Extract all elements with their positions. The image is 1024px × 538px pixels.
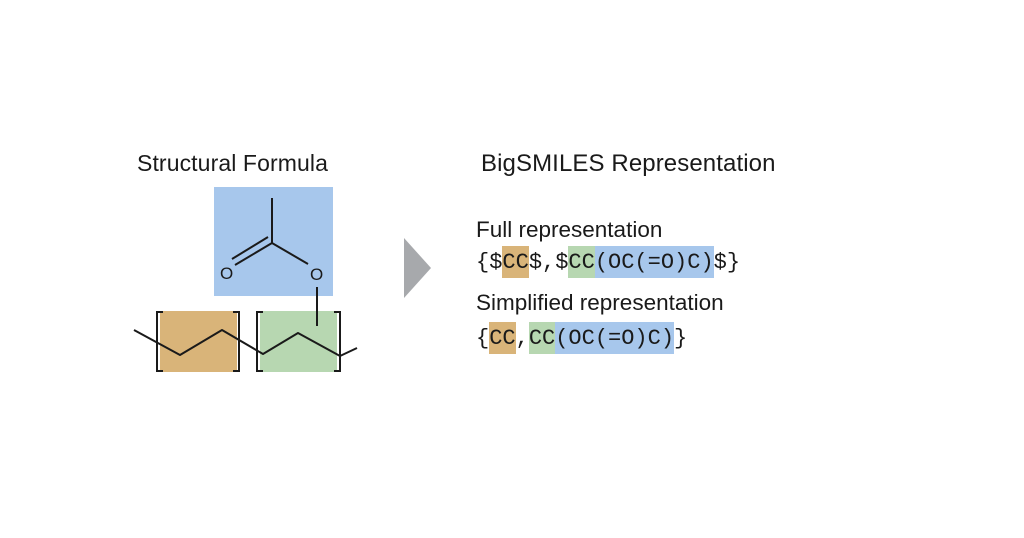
side-group-highlight [214, 187, 333, 296]
transform-arrow-icon [404, 238, 431, 298]
code-segment: { [476, 325, 490, 351]
code-segment: } [674, 325, 688, 351]
code-segment: { [476, 249, 490, 275]
bond-o-c [271, 242, 309, 265]
code-segment: $ [555, 249, 569, 275]
code-segment: $ [489, 249, 503, 275]
code-segment: $ [528, 249, 543, 275]
code-segment: $ [713, 249, 727, 275]
code-segment: , [515, 325, 529, 351]
simplified-representation-label: Simplified representation [476, 290, 724, 315]
backbone-bonds [133, 329, 358, 357]
code-segment: (OC(=O)C) [555, 322, 675, 354]
bond-c-o-double-2 [231, 236, 269, 260]
bond-c-o-double-1 [234, 242, 273, 266]
code-segment: (OC(=O)C) [594, 246, 714, 278]
bracket-left-b [256, 311, 263, 372]
code-segment: } [726, 249, 741, 275]
carbonyl-oxygen-label: O [220, 264, 233, 283]
code-segment: , [542, 249, 556, 275]
bracket-right-b [334, 311, 341, 372]
monomer-a-highlight [160, 311, 237, 372]
full-representation-code: {$CC$,$CC(OC(=O)C)$} [476, 246, 740, 278]
ester-oxygen-label: O [310, 265, 323, 284]
code-segment: CC [489, 322, 516, 354]
code-segment: CC [568, 246, 595, 278]
bigsmiles-heading: BigSMILES Representation [481, 150, 776, 177]
structural-formula-heading: Structural Formula [137, 150, 328, 176]
bracket-right-a [233, 311, 240, 372]
code-segment: CC [502, 246, 529, 278]
full-representation-label: Full representation [476, 217, 663, 242]
simplified-representation-code: {CC,CC(OC(=O)C)} [476, 322, 687, 354]
monomer-b-highlight [260, 311, 337, 372]
code-segment: CC [528, 322, 556, 354]
